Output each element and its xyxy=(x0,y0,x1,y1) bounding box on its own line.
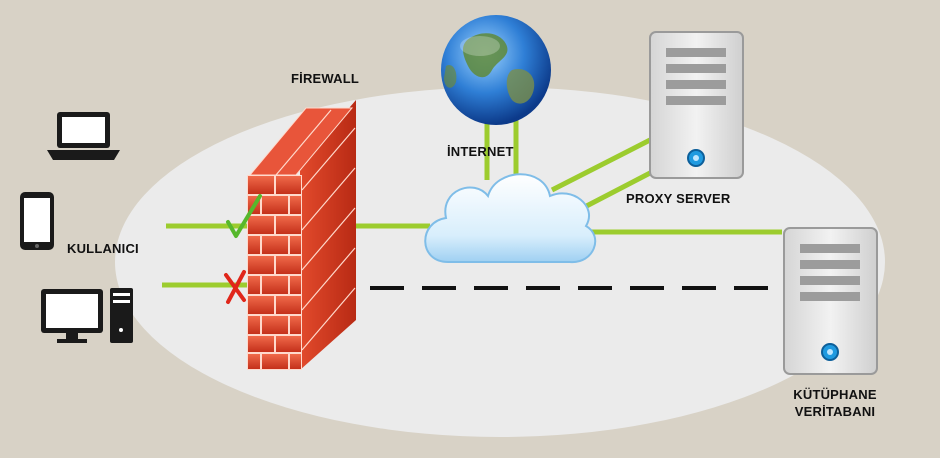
internet-label: İNTERNET xyxy=(447,144,514,159)
laptop-icon xyxy=(47,112,120,160)
globe-icon xyxy=(441,15,551,125)
proxy-server-label: PROXY SERVER xyxy=(626,191,731,206)
cloud-proxy-link-2 xyxy=(573,169,654,215)
firewall-label: FİREWALL xyxy=(291,71,360,86)
database-label: KÜTÜPHANE VERİTABANI xyxy=(790,386,880,420)
firewall-icon xyxy=(247,100,356,370)
cloud-icon xyxy=(424,173,597,264)
proxy-server-icon xyxy=(649,31,744,179)
database-label-line2: VERİTABANI xyxy=(794,404,876,419)
database-label-line1: KÜTÜPHANE xyxy=(793,387,877,402)
check-icon xyxy=(226,194,262,238)
connection-lines xyxy=(162,118,782,288)
cloud-proxy-link-1 xyxy=(550,137,652,193)
users-label: KULLANICI xyxy=(67,241,139,256)
tablet-icon xyxy=(20,192,54,250)
cross-icon xyxy=(224,270,246,304)
desktop-icon xyxy=(41,288,133,343)
firewall-bricks xyxy=(248,176,301,369)
database-server-icon xyxy=(783,227,878,375)
